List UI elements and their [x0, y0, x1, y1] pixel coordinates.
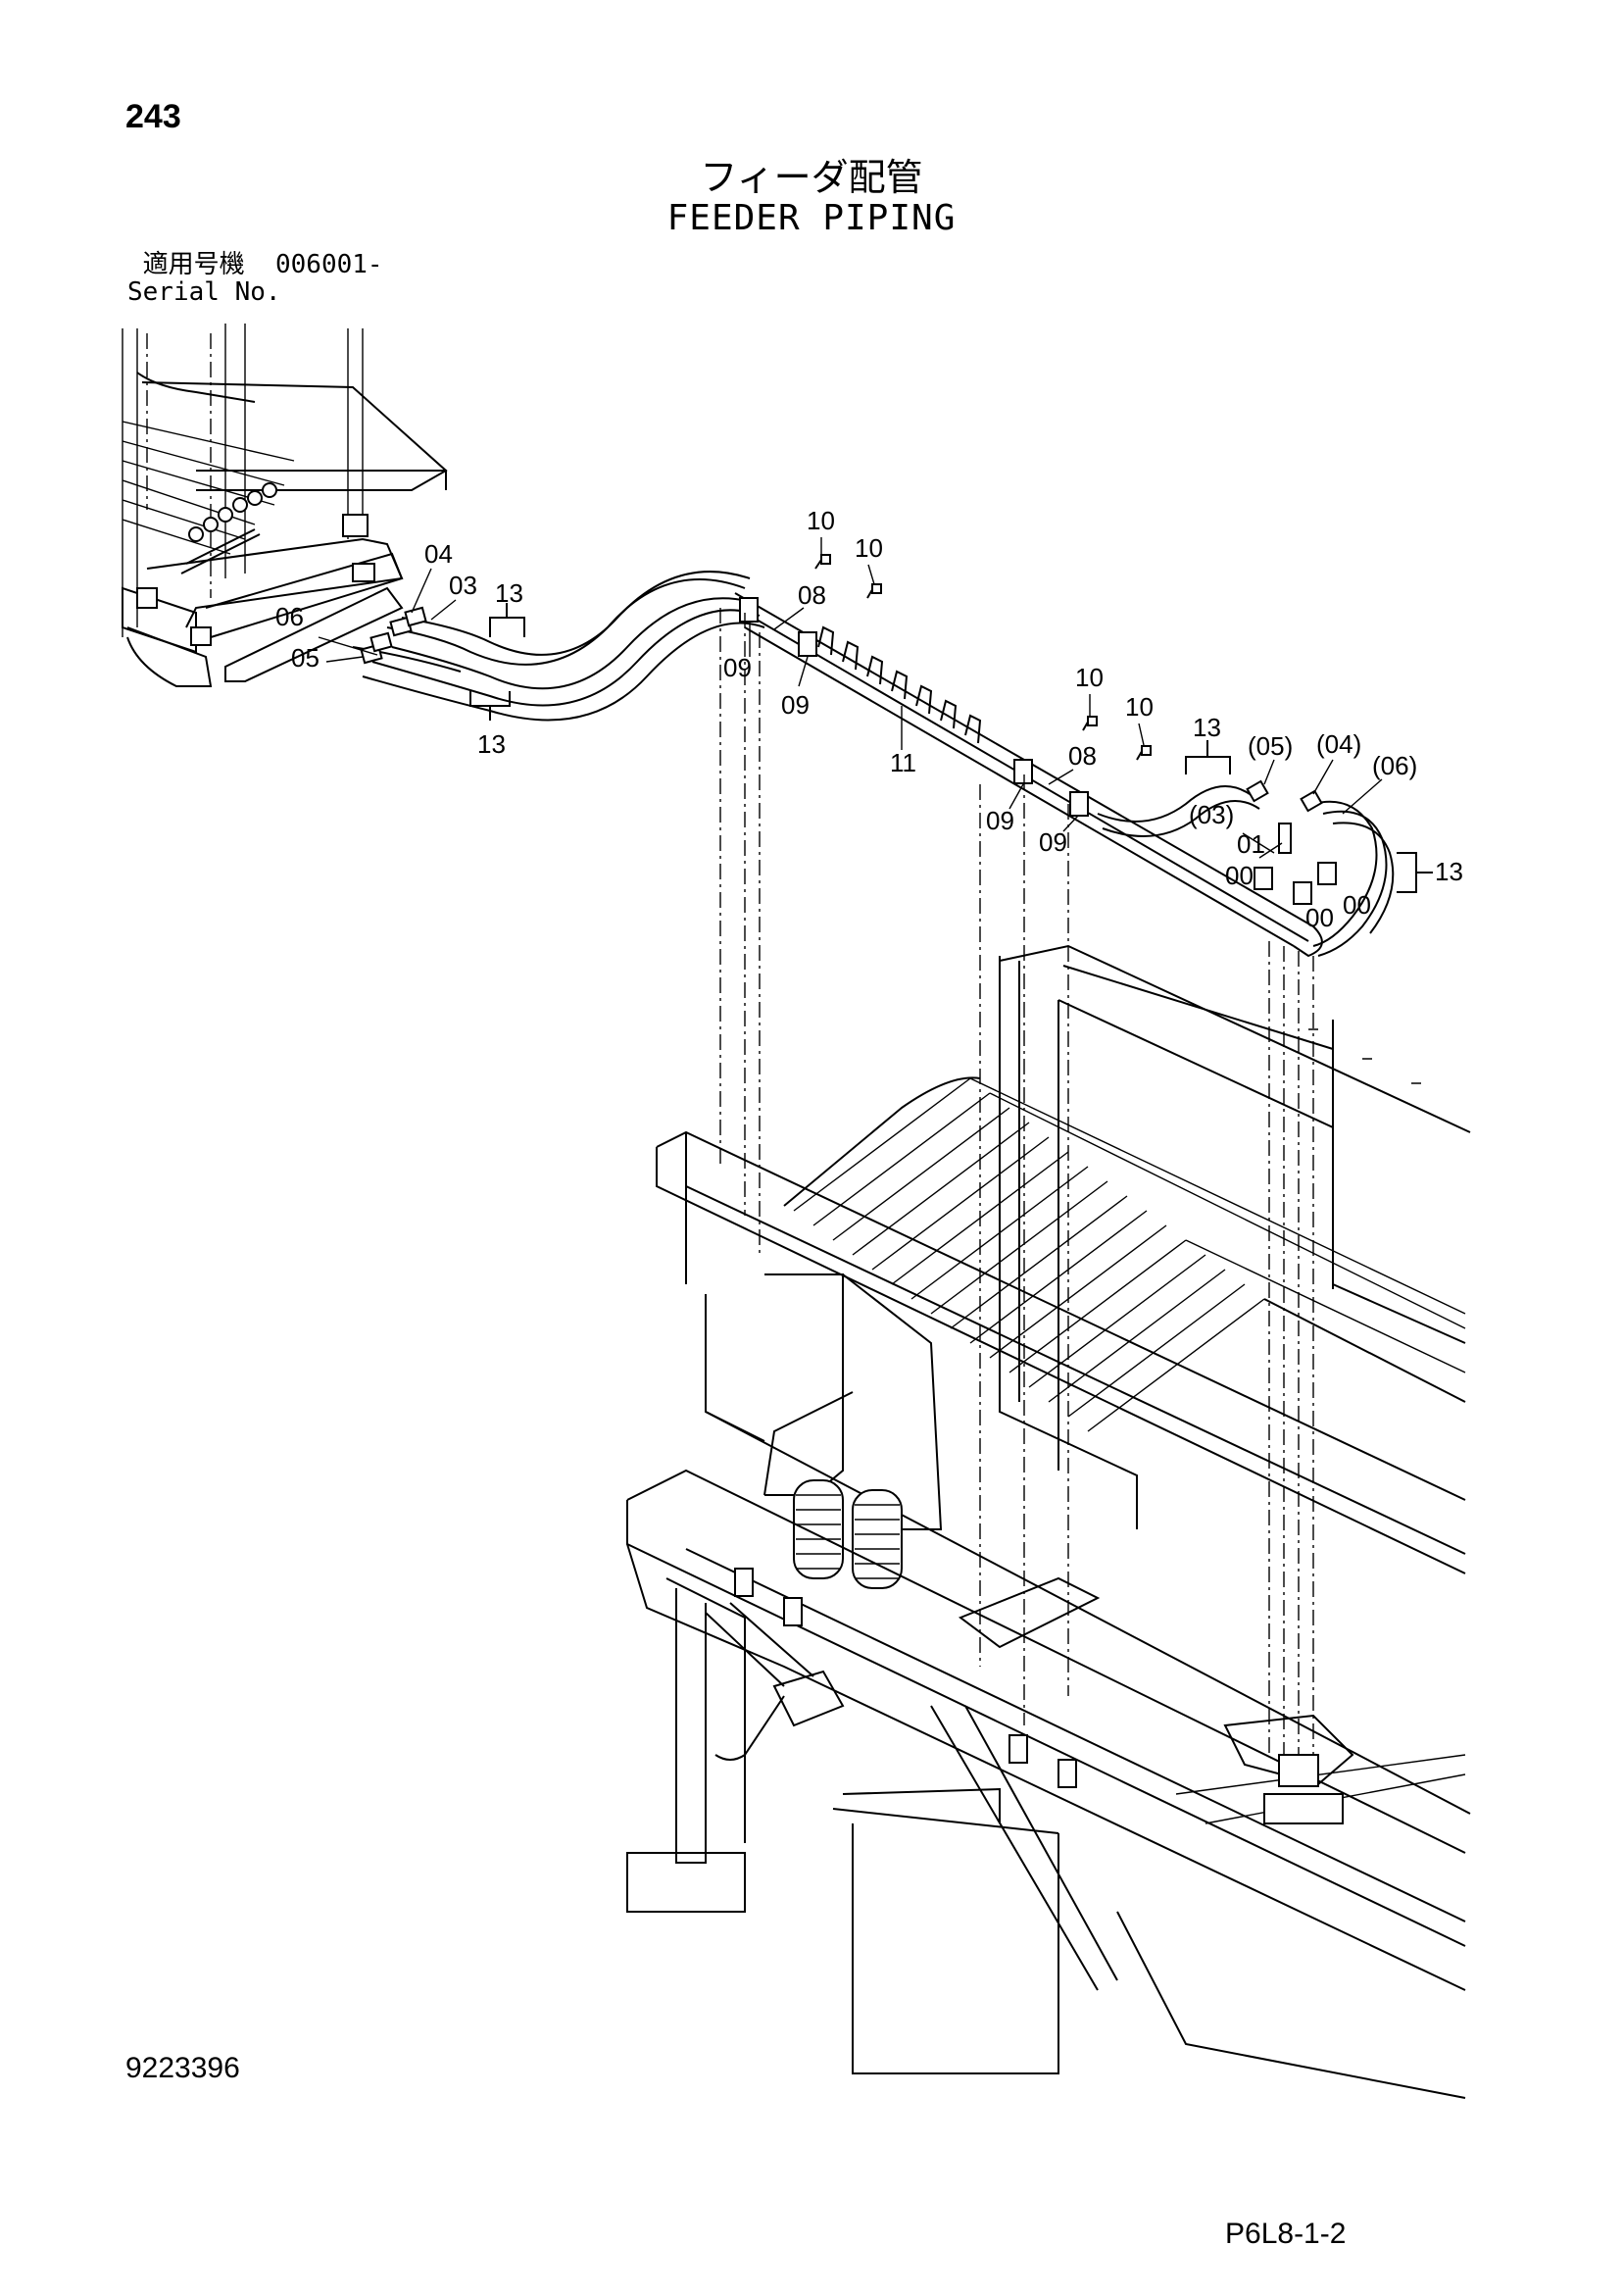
- routing-centerlines: [719, 608, 1314, 1755]
- callout-09: 09: [781, 690, 810, 720]
- callout-13: 13: [1435, 857, 1463, 886]
- hose-support-beam: [734, 554, 1323, 958]
- callout-10: 10: [807, 506, 835, 535]
- serial-block: 適用号機 006001- Serial No.: [127, 251, 383, 306]
- page-number: 243: [125, 98, 181, 135]
- vibration-springs: [793, 1479, 903, 1589]
- title-japanese: フィーダ配管: [700, 156, 923, 199]
- valve-frame-assembly: [122, 324, 448, 687]
- leader-lines: [318, 537, 1383, 859]
- callout-04-paren: (04): [1316, 729, 1361, 759]
- document-number: 9223396: [125, 2052, 240, 2084]
- callout-03: 03: [449, 571, 477, 600]
- callout-13: 13: [1193, 713, 1221, 742]
- callout-10: 10: [1075, 663, 1104, 692]
- serial-value: 006001-: [274, 250, 383, 279]
- callout-06-paren: (06): [1372, 751, 1417, 780]
- callout-00: 00: [1305, 903, 1334, 932]
- callout-05-paren: (05): [1248, 731, 1293, 761]
- callout-13: 13: [477, 729, 506, 759]
- callout-08: 08: [1068, 741, 1097, 771]
- callout-10: 10: [1125, 692, 1154, 722]
- callout-05: 05: [291, 643, 320, 673]
- title-english: FEEDER PIPING: [666, 198, 957, 238]
- callout-labels: 10 10 04 03 13 06 05 13 08 09 09 11 10 1…: [275, 506, 1463, 932]
- callout-00: 00: [1343, 890, 1371, 920]
- callout-09: 09: [1039, 827, 1067, 857]
- page-code: P6L8-1-2: [1225, 2218, 1347, 2250]
- callout-08: 08: [798, 580, 826, 610]
- callout-10: 10: [855, 533, 883, 563]
- callout-09: 09: [986, 806, 1014, 835]
- hose-bundle-left: [352, 571, 765, 722]
- callout-13: 13: [495, 578, 523, 608]
- callout-04: 04: [424, 539, 453, 569]
- serial-label-ja: 適用号機: [142, 250, 245, 279]
- feeder-deck: [656, 944, 1471, 1815]
- right-hose-loop: [1097, 740, 1433, 957]
- callout-11: 11: [890, 748, 916, 777]
- hopper-side-plates: [685, 956, 1466, 1530]
- callout-09: 09: [723, 653, 752, 682]
- callout-03-paren: (03): [1189, 800, 1234, 829]
- serial-label-en: Serial No.: [127, 277, 281, 307]
- callout-00: 00: [1225, 861, 1254, 890]
- serial-line-ja: 適用号機 006001-: [127, 251, 383, 278]
- callout-06: 06: [275, 602, 304, 631]
- main-frame: [626, 1469, 1466, 2099]
